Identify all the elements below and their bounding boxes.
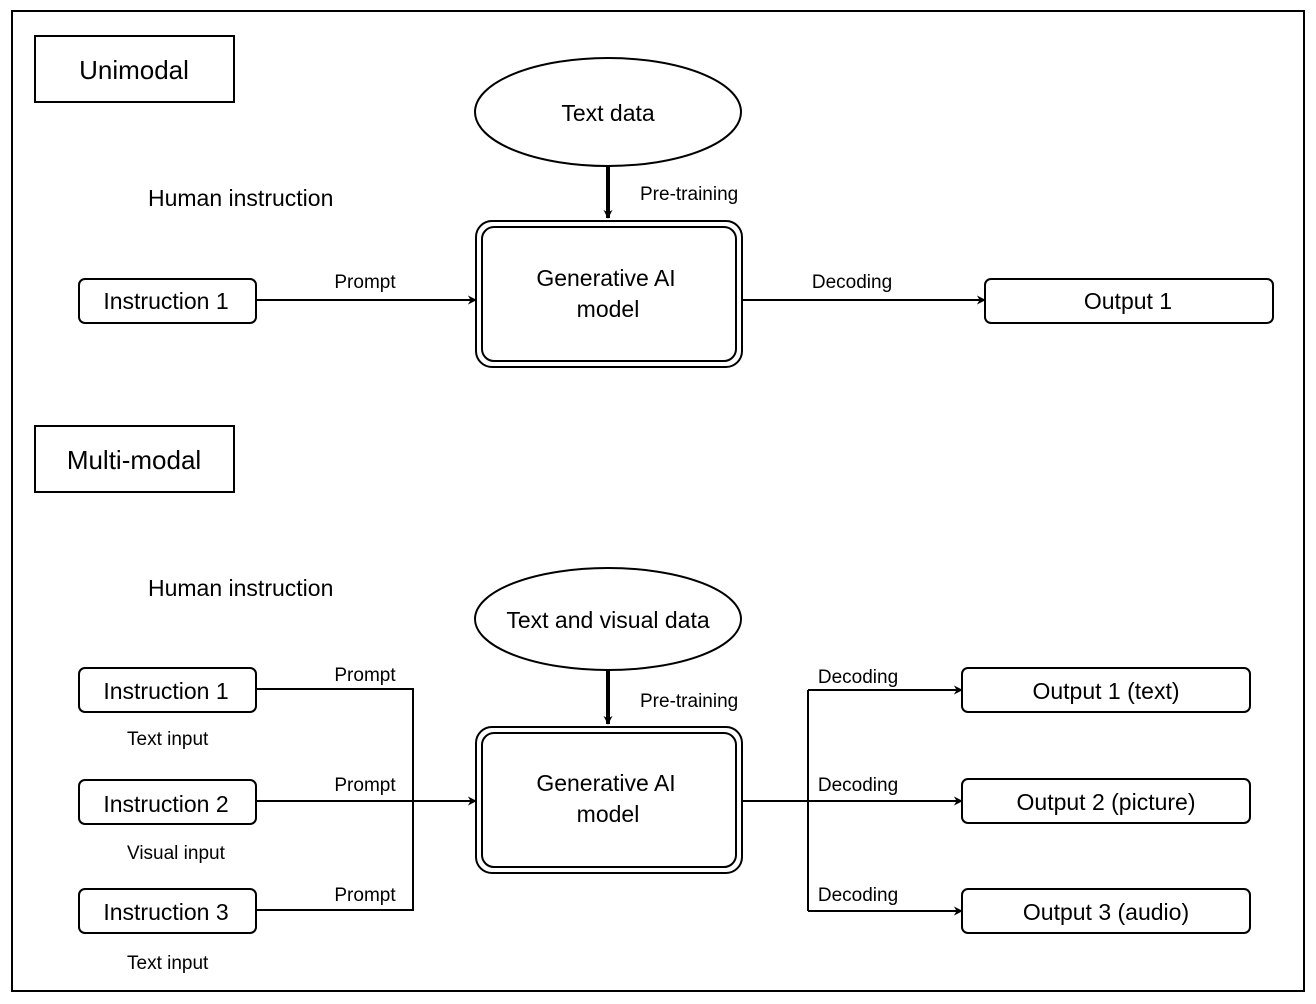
unimodal-human-instruction-label: Human instruction xyxy=(148,185,333,211)
multimodal-model-box-inner xyxy=(481,732,737,868)
multimodal-pretraining-label: Pre-training xyxy=(640,691,738,712)
unimodal-prompt-label: Prompt xyxy=(334,272,396,293)
multimodal-instruction-1-label: Instruction 1 xyxy=(103,678,228,704)
unimodal-instruction-label: Instruction 1 xyxy=(103,288,228,314)
multimodal-output-1-box xyxy=(961,667,1251,713)
multimodal-section-box xyxy=(34,425,235,493)
multimodal-section: Multi-modal Human instruction Text and v… xyxy=(34,425,1251,974)
multimodal-output-1-label: Output 1 (text) xyxy=(1032,678,1179,704)
unimodal-section: Unimodal Human instruction Text data Pre… xyxy=(34,35,1274,368)
multimodal-decoding-2-label: Decoding xyxy=(818,775,898,796)
unimodal-section-label: Unimodal xyxy=(79,55,189,85)
multimodal-model-box-outer xyxy=(475,726,743,874)
unimodal-pretraining-label: Pre-training xyxy=(640,184,738,205)
multimodal-instruction-3-input-type: Text input xyxy=(127,953,209,974)
diagram-frame xyxy=(11,10,1305,992)
multimodal-section-label: Multi-modal xyxy=(67,445,201,475)
multimodal-instruction-3-label: Instruction 3 xyxy=(103,899,228,925)
multimodal-output-3-label: Output 3 (audio) xyxy=(1023,899,1189,925)
multimodal-prompt-1-label: Prompt xyxy=(334,665,396,686)
unimodal-model-box-outer xyxy=(475,220,743,368)
multimodal-prompt-1-connector xyxy=(256,688,414,801)
multimodal-output-2-box xyxy=(961,778,1251,824)
unimodal-model-box-inner xyxy=(481,226,737,362)
unimodal-section-box xyxy=(34,35,235,103)
multimodal-decoding-3-label: Decoding xyxy=(818,885,898,906)
multimodal-prompt-3-label: Prompt xyxy=(334,885,396,906)
multimodal-instruction-2-input-type: Visual input xyxy=(127,843,226,864)
multimodal-output-3-box xyxy=(961,888,1251,934)
multimodal-instruction-1-input-type: Text input xyxy=(127,729,209,750)
multimodal-human-instruction-label: Human instruction xyxy=(148,575,333,601)
multimodal-model-label-line1: Generative AI xyxy=(536,770,675,796)
multimodal-prompt-2-label: Prompt xyxy=(334,775,396,796)
unimodal-model-label-line2: model xyxy=(577,296,640,322)
multimodal-decoding-1-label: Decoding xyxy=(818,667,898,688)
multimodal-output-2-label: Output 2 (picture) xyxy=(1017,789,1196,815)
unimodal-model-label-line1: Generative AI xyxy=(536,265,675,291)
multimodal-data-source-label: Text and visual data xyxy=(506,607,710,633)
multimodal-model-label-line2: model xyxy=(577,801,640,827)
unimodal-output-box xyxy=(984,278,1274,324)
unimodal-decoding-label: Decoding xyxy=(812,272,892,293)
unimodal-data-source-label: Text data xyxy=(561,100,655,126)
multimodal-instruction-2-label: Instruction 2 xyxy=(103,791,228,817)
multimodal-prompt-3-connector xyxy=(256,801,414,911)
unimodal-output-label: Output 1 xyxy=(1084,288,1172,314)
